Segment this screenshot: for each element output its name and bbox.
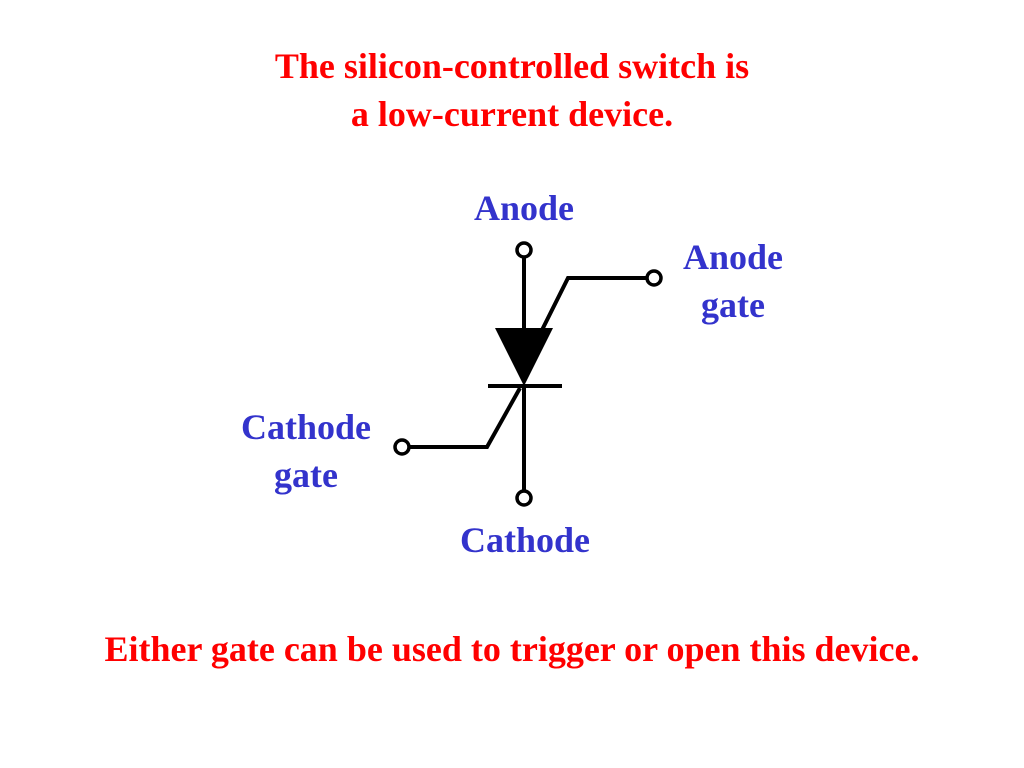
title-line-1: The silicon-controlled switch is: [274, 46, 750, 86]
cathode-gate-terminal: [393, 438, 411, 456]
anode-gate-terminal: [645, 269, 663, 287]
cathode-gate-label-line-1: Cathode: [240, 407, 371, 447]
diode-triangle: [495, 328, 553, 386]
anode-gate-lead: [526, 276, 647, 359]
anode-gate-label-line-1: Anode: [682, 237, 784, 277]
cathode-label: Cathode: [459, 520, 590, 560]
cathode-gate-label-line-2: gate: [274, 455, 338, 495]
anode-gate-label-line-2: gate: [701, 285, 765, 325]
anode-terminal: [515, 241, 533, 259]
cathode-gate-lead: [409, 387, 522, 449]
cathode-terminal: [515, 489, 533, 507]
title-line-2: a low-current device.: [350, 94, 674, 134]
anode-label: Anode: [473, 188, 575, 228]
footer-note: Either gate can be used to trigger or op…: [104, 629, 920, 669]
